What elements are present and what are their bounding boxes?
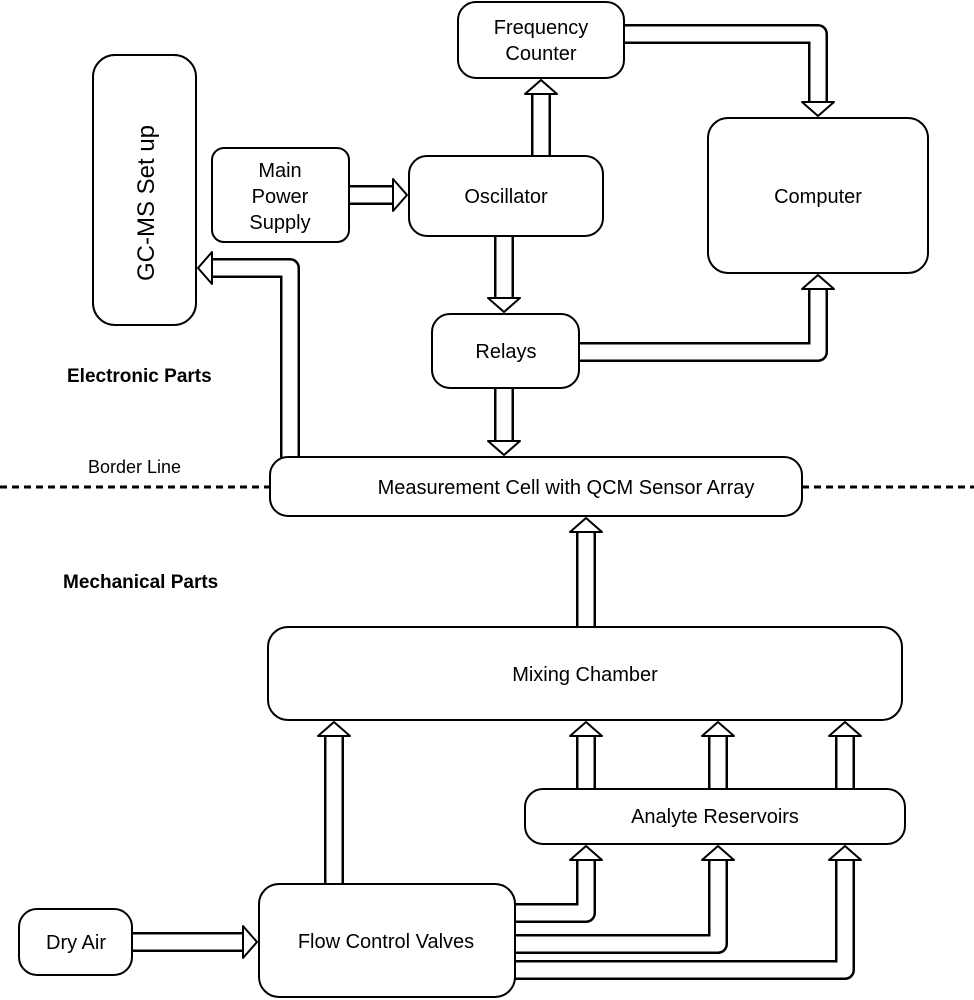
gcms-box[interactable]: GC-MS Set up	[92, 54, 197, 326]
mixing-chamber-label: Mixing Chamber	[512, 664, 658, 686]
computer-label: Computer	[774, 186, 862, 208]
arrow-measurement-cell-to-gcms	[197, 251, 300, 467]
flow-control-valves-label: Flow Control Valves	[298, 931, 474, 953]
gcms-label: GC-MS Set up	[133, 125, 160, 281]
arrows-layer	[122, 24, 862, 980]
arrow-reservoir-to-mixing-chamber-1	[569, 721, 603, 799]
mechanical-parts-label: Mechanical Parts	[63, 572, 218, 593]
analyte-reservoirs-label: Analyte Reservoirs	[631, 806, 799, 828]
arrow-oscillator-to-frequency-counter	[524, 79, 558, 166]
oscillator-label: Oscillator	[464, 186, 548, 208]
border-line-label: Border Line	[88, 457, 181, 477]
arrow-reservoir-to-mixing-chamber-3	[828, 721, 862, 799]
computer-box[interactable]: Computer	[707, 117, 929, 274]
measurement-cell-box[interactable]: Measurement Cell with QCM Sensor Array	[269, 456, 803, 517]
frequency-counter-label-1: Frequency	[494, 17, 589, 39]
dry-air-box[interactable]: Dry Air	[18, 908, 133, 976]
arrow-relays-to-computer	[569, 274, 835, 362]
main-power-supply-label-3: Supply	[249, 212, 310, 234]
analyte-reservoirs-box[interactable]: Analyte Reservoirs	[524, 788, 906, 845]
frequency-counter-box[interactable]: Frequency Counter	[457, 1, 625, 79]
oscillator-box[interactable]: Oscillator	[408, 155, 604, 237]
arrow-relays-to-measurement-cell	[487, 378, 521, 456]
arrow-flow-valves-to-reservoir-1	[505, 845, 603, 923]
dry-air-label: Dry Air	[46, 932, 106, 954]
electronic-parts-label: Electronic Parts	[67, 366, 212, 387]
main-power-supply-label-2: Power	[252, 186, 309, 208]
arrow-power-supply-to-oscillator	[339, 178, 408, 212]
frequency-counter-label-2: Counter	[505, 43, 576, 65]
mixing-chamber-box[interactable]: Mixing Chamber	[267, 626, 903, 721]
arrow-oscillator-to-relays	[487, 226, 521, 313]
arrow-flow-valves-to-reservoir-2	[505, 845, 735, 954]
main-power-supply-box[interactable]: Main Power Supply	[211, 147, 350, 243]
relays-label: Relays	[475, 341, 536, 363]
measurement-cell-label: Measurement Cell with QCM Sensor Array	[378, 477, 755, 499]
arrow-flow-valves-to-reservoir-3	[505, 845, 862, 980]
arrow-frequency-counter-to-computer	[614, 24, 835, 117]
arrow-reservoir-to-mixing-chamber-2	[701, 721, 735, 799]
arrow-mixing-chamber-to-measurement-cell	[569, 517, 603, 637]
relays-box[interactable]: Relays	[431, 313, 580, 389]
flow-control-valves-box[interactable]: Flow Control Valves	[258, 883, 516, 998]
main-power-supply-label-1: Main	[258, 160, 301, 182]
arrow-dry-air-to-flow-valves	[122, 925, 258, 959]
arrow-flow-valves-to-mixing-chamber	[317, 721, 351, 894]
